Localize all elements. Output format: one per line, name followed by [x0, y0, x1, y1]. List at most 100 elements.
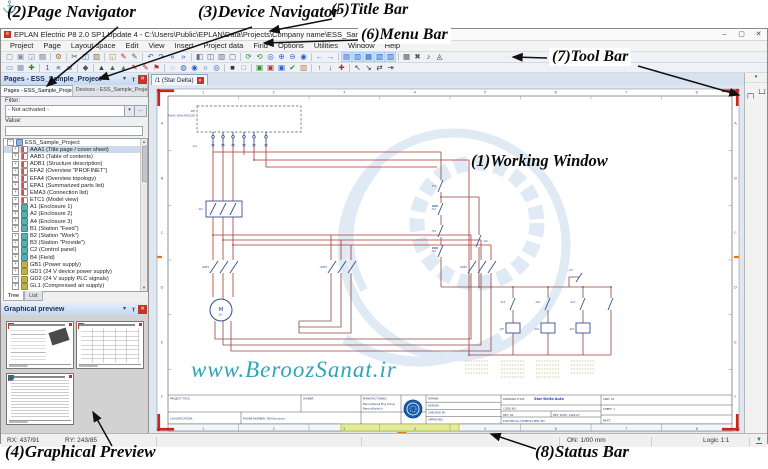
- tree-expander-icon[interactable]: +: [12, 203, 19, 211]
- move-down-button[interactable]: ↓: [328, 63, 333, 72]
- end-marker-button[interactable]: ⇥: [387, 63, 394, 72]
- device-navigator-button[interactable]: ▥: [352, 52, 363, 62]
- window-split-button[interactable]: ▥: [217, 52, 226, 61]
- page-close-button[interactable]: ◲: [27, 52, 36, 61]
- scroll-up-icon[interactable]: ▲: [142, 139, 146, 144]
- cut-scissors-button[interactable]: ✂: [71, 52, 78, 61]
- preview-thumbnail-parts-list-page[interactable]: [76, 321, 144, 369]
- corner-lower-right-button[interactable]: ┘: [762, 89, 768, 98]
- tree-item[interactable]: +B1 (Station "Feed"): [4, 225, 147, 233]
- undo-button[interactable]: ↶: [147, 52, 154, 61]
- logic-mode-button[interactable]: ◬: [436, 52, 443, 61]
- menu-insert[interactable]: Insert: [174, 41, 194, 50]
- menu-layout-space[interactable]: Layout space: [70, 41, 116, 50]
- maximize-button[interactable]: ▢: [738, 31, 745, 38]
- tree-expander-icon[interactable]: +: [12, 282, 19, 290]
- panel-close-icon[interactable]: ✕: [138, 304, 147, 314]
- page-new-button[interactable]: ▢: [5, 52, 14, 61]
- message-management-button[interactable]: ▥: [299, 63, 308, 72]
- tree-item[interactable]: +GD1 (24 V device power supply): [4, 268, 147, 276]
- graphical-preview-toggle-button[interactable]: ▦: [363, 52, 374, 62]
- menu-utilities[interactable]: Utilities: [313, 41, 338, 50]
- zoom-entire-page-button[interactable]: ◉: [300, 52, 307, 61]
- page-forward-button[interactable]: →: [326, 52, 335, 61]
- symbol-navigator-button[interactable]: ▲: [97, 63, 106, 72]
- tree-item[interactable]: +B3 (Station "Provide"): [4, 239, 147, 247]
- window-tile-button[interactable]: ◫: [206, 52, 215, 61]
- panel-close-icon[interactable]: ✕: [138, 74, 147, 84]
- cable-navigator-button[interactable]: ▲: [119, 63, 128, 72]
- redo-button[interactable]: ↷: [158, 52, 165, 61]
- tab-tree[interactable]: Tree: [3, 291, 25, 301]
- zoom-in-button[interactable]: ⊕: [278, 52, 285, 61]
- jump-to-source-button[interactable]: ↖: [354, 63, 361, 72]
- part-blue-button[interactable]: ▣: [277, 63, 286, 72]
- interruption-point-button[interactable]: ◉: [191, 63, 198, 72]
- zoom-out-button[interactable]: ⊖: [289, 52, 296, 61]
- insert-macro-button[interactable]: ▭: [5, 63, 14, 72]
- tree-item[interactable]: +EPA1 (Summarized parts list): [4, 182, 147, 190]
- tree-item[interactable]: +EMA3 (Connection list): [4, 189, 147, 197]
- tab-devices-navigator[interactable]: Devices - ESS_Sample_Project: [73, 85, 148, 96]
- project-management-button[interactable]: ◱: [108, 52, 117, 61]
- paste-button[interactable]: ▥: [92, 52, 101, 61]
- goto-counterpart-button[interactable]: ⇄: [376, 63, 383, 72]
- tree-expander-icon[interactable]: +: [12, 146, 19, 154]
- tree-item[interactable]: +A1 (Enclosure 1): [4, 203, 147, 211]
- menu-project[interactable]: Project: [10, 41, 34, 50]
- plc-navigator-button[interactable]: ▲: [108, 63, 117, 72]
- copy-button[interactable]: ◫: [81, 52, 90, 61]
- bill-of-materials-button[interactable]: ◆: [82, 63, 89, 72]
- preview-thumbnail-cover-page[interactable]: [6, 321, 74, 369]
- tree-expander-icon[interactable]: +: [12, 182, 19, 190]
- tree-expander-icon[interactable]: +: [12, 261, 19, 269]
- refresh-connections-button[interactable]: ⟳: [245, 52, 252, 61]
- align-objects-button[interactable]: ✚: [338, 63, 345, 72]
- zoom-window-button[interactable]: ◎: [267, 52, 274, 61]
- minimize-button[interactable]: –: [722, 31, 727, 38]
- tree-expander-icon[interactable]: +: [12, 232, 19, 240]
- comment-navigator-button[interactable]: ▧: [374, 52, 385, 62]
- jump-to-target-button[interactable]: ↘: [365, 63, 372, 72]
- tree-expander-icon[interactable]: +: [12, 153, 19, 161]
- check-project-button[interactable]: ✔: [289, 63, 296, 72]
- schematic-canvas[interactable]: (1)Working Window: [149, 85, 745, 433]
- tree-item[interactable]: +AAB1 (Table of contents): [4, 153, 147, 161]
- tree-item[interactable]: +GL1 (Compressed air supply): [4, 282, 147, 290]
- tab-pages-navigator[interactable]: Pages - ESS_Sample_Project: [1, 85, 73, 96]
- edit-graphic-button[interactable]: ✎: [131, 52, 138, 61]
- menu-find[interactable]: Find: [253, 41, 268, 50]
- tree-item[interactable]: +ADB1 (Structure description): [4, 160, 147, 168]
- apply-changes-button[interactable]: ✚: [28, 63, 35, 72]
- tree-expander-icon[interactable]: +: [12, 225, 19, 233]
- signal-point-button[interactable]: ◍: [180, 63, 187, 72]
- error-flag-button[interactable]: ⚑: [153, 63, 160, 72]
- close-button[interactable]: ✕: [755, 31, 762, 38]
- part-red-button[interactable]: ▣: [266, 63, 275, 72]
- tree-expander-icon[interactable]: +: [12, 210, 19, 218]
- filter-browse-button[interactable]: ...: [134, 105, 147, 117]
- snap-to-grid-button[interactable]: ✖: [414, 52, 421, 61]
- tree-item[interactable]: +EFA4 (Overview topology): [4, 175, 147, 183]
- corner-upper-left-button[interactable]: ┌: [745, 89, 751, 98]
- tree-root-project[interactable]: −ESS_Sample_Project: [4, 139, 147, 147]
- tree-expander-icon[interactable]: +: [12, 167, 19, 175]
- terminal-strip-numbering-button[interactable]: ≡: [56, 63, 61, 72]
- tree-expander-icon[interactable]: +: [12, 268, 19, 276]
- edit-terminal-button[interactable]: ✎: [131, 63, 138, 72]
- cable-numbering-button[interactable]: ≣: [66, 63, 73, 72]
- device-numbering-button[interactable]: 1: [45, 63, 50, 72]
- grid-toggle-button[interactable]: ▦: [402, 52, 411, 61]
- page-back-button[interactable]: ←: [315, 52, 324, 61]
- tree-item[interactable]: +B4 (Field): [4, 254, 147, 262]
- tree-scrollbar[interactable]: ▲ ▼: [140, 139, 147, 291]
- filter-dropdown[interactable]: - Not activated - ▾: [5, 105, 135, 117]
- update-reports-button[interactable]: ⟲: [256, 52, 263, 61]
- menu-window[interactable]: Window: [347, 41, 375, 50]
- tree-expander-icon[interactable]: +: [12, 254, 19, 262]
- window-cascade-button[interactable]: ◧: [195, 52, 204, 61]
- tree-item[interactable]: +A4 (Enclosure 3): [4, 218, 147, 226]
- tab-list[interactable]: List: [24, 291, 43, 301]
- tree-item[interactable]: +AAA1 (Title page / cover sheet): [4, 146, 147, 154]
- tab-close-icon[interactable]: ✕: [196, 77, 204, 84]
